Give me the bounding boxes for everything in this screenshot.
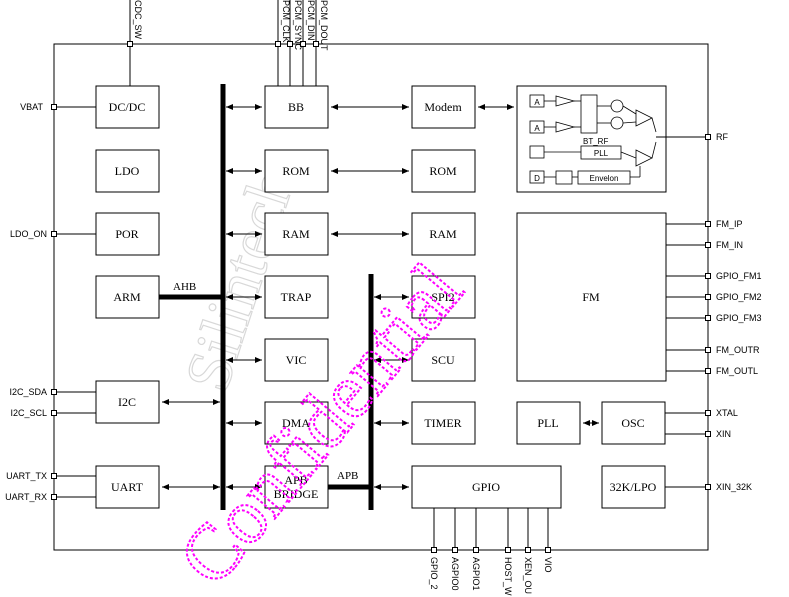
- right-pin-lines: [656, 134, 711, 490]
- pin-rf: RF: [716, 132, 728, 142]
- ahb-center-arrows: [226, 104, 262, 490]
- left-pin-lines: [51, 104, 96, 500]
- rf-bt-rf: BT_RF: [583, 137, 608, 146]
- right-mid-blocks: [411, 85, 562, 509]
- block-trap: TRAP: [281, 290, 312, 304]
- block-timer: TIMER: [424, 416, 461, 430]
- rf-a2: A: [534, 124, 540, 133]
- block-ldo: LDO: [115, 164, 140, 178]
- pin-fm-ip: FM_IP: [716, 219, 743, 229]
- block-scu: SCU: [431, 353, 455, 367]
- label-apb: APB: [337, 470, 358, 482]
- pin-gpio-fm3: GPIO_FM3: [716, 313, 762, 323]
- block-modem: Modem: [424, 100, 462, 114]
- pin-gpio-fm2: GPIO_FM2: [716, 292, 762, 302]
- pin-pcm-din: PCM_DIN: [306, 0, 316, 41]
- block-ram-2: RAM: [429, 227, 457, 241]
- block-rom-1: ROM: [282, 164, 310, 178]
- block-pll: PLL: [537, 416, 558, 430]
- pin-agpio1: AGPIO1: [471, 557, 481, 591]
- pin-xin-32k: XIN_32K: [716, 482, 752, 492]
- rf-d: D: [534, 174, 540, 183]
- label-ahb: AHB: [173, 281, 196, 293]
- pin-pcm-dout: PCM_DOUT: [319, 0, 329, 51]
- pin-vio: VIO: [543, 557, 553, 573]
- pin-xin: XIN: [716, 429, 731, 439]
- pin-vbat: VBAT: [20, 102, 43, 112]
- center-blocks: [264, 85, 329, 509]
- block-fm: FM: [582, 290, 600, 304]
- pin-pcm-sync: PCM_SYNC: [293, 0, 303, 51]
- block-osc: OSC: [621, 416, 644, 430]
- pin-xen-ou: XEN_OU: [523, 557, 533, 594]
- pin-agpio0: AGPIO0: [450, 557, 460, 591]
- pin-gpio-fm1: GPIO_FM1: [716, 271, 762, 281]
- block-arm: ARM: [113, 290, 141, 304]
- pin-pcm-clk: PCM_CLK: [281, 0, 291, 43]
- rf-a1: A: [534, 98, 540, 107]
- block-vic: VIC: [286, 353, 307, 367]
- apb-arrows: [374, 294, 409, 490]
- rf-block: A A BT_RF PLL D Envelon: [516, 85, 667, 193]
- left-blocks: [95, 85, 160, 509]
- block-por: POR: [115, 227, 138, 241]
- top-pins: [127, 0, 319, 86]
- pin-gpio-2: GPIO_2: [429, 557, 439, 590]
- center-right-arrows: [331, 104, 409, 237]
- block-apb-bridge-line1: APB: [284, 473, 307, 487]
- fm-block: [516, 212, 667, 382]
- pin-xtal: XTAL: [716, 408, 738, 418]
- block-ram-1: RAM: [282, 227, 310, 241]
- pin-ldo-on: LDO_ON: [10, 229, 47, 239]
- block-i2c: I2C: [118, 395, 136, 409]
- block-spi2: SPI2: [431, 290, 454, 304]
- clock-blocks: [516, 401, 666, 509]
- block-uart: UART: [111, 480, 144, 494]
- rf-pll: PLL: [594, 149, 609, 158]
- ahb-left-arrows: [162, 399, 220, 490]
- block-rom-2: ROM: [429, 164, 457, 178]
- pin-uart-rx: UART_RX: [5, 492, 47, 502]
- pin-host-w: HOST_W: [503, 557, 513, 596]
- pin-fm-outr: FM_OUTR: [716, 345, 760, 355]
- pin-cdc-sw: CDC_SW: [133, 0, 143, 40]
- pin-i2c-scl: I2C_SCL: [10, 408, 47, 418]
- block-bb: BB: [288, 100, 304, 114]
- pin-fm-outl: FM_OUTL: [716, 366, 758, 376]
- block-dma: DMA: [282, 416, 310, 430]
- bottom-pin-lines: [431, 508, 551, 553]
- block-32k-lpo: 32K/LPO: [610, 480, 657, 494]
- rf-envelope: Envelon: [590, 174, 619, 183]
- block-dcdc: DC/DC: [109, 100, 146, 114]
- block-apb-bridge-line2: BRIDGE: [274, 487, 319, 501]
- pin-uart-tx: UART_TX: [6, 471, 47, 481]
- pin-i2c-sda: I2C_SDA: [9, 387, 47, 397]
- pin-fm-in: FM_IN: [716, 240, 743, 250]
- block-gpio: GPIO: [472, 480, 500, 494]
